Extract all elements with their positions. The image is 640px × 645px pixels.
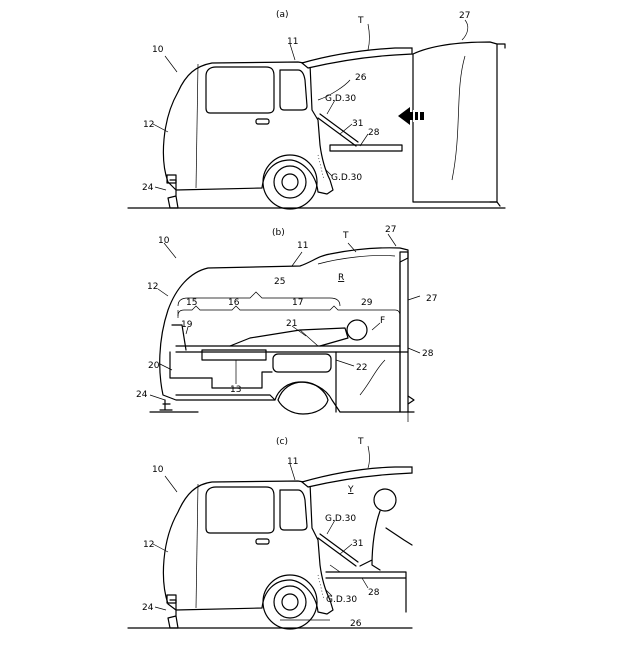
vehicle-section-body [160, 248, 408, 412]
label-26: 26 [350, 619, 362, 629]
label-16: 16 [228, 298, 240, 308]
label-gd-lower: G.D.30 [326, 595, 357, 605]
door-line [196, 64, 198, 188]
caption-a: (a) [276, 10, 289, 20]
label-R: R [338, 273, 344, 283]
rear-wheel [263, 575, 317, 629]
label-31: 31 [352, 539, 363, 549]
label-17: 17 [292, 298, 303, 308]
person-body [230, 328, 348, 346]
person-body [360, 511, 412, 570]
jack-stand [168, 600, 178, 628]
label-gd-upper: G.D.30 [325, 514, 356, 524]
label-27: 27 [459, 11, 470, 21]
label-25: 25 [274, 277, 285, 287]
person-head [374, 489, 396, 511]
deck-board [326, 572, 406, 612]
label-T: T [342, 231, 349, 241]
jack-24 [160, 400, 172, 410]
door-handle [256, 119, 269, 124]
label-28: 28 [422, 349, 434, 359]
label-12: 12 [143, 120, 154, 130]
label-20: 20 [148, 361, 160, 371]
label-15: 15 [186, 298, 197, 308]
tailgate-T [302, 48, 412, 68]
label-24: 24 [142, 183, 154, 193]
label-12: 12 [147, 282, 158, 292]
cab-window [206, 67, 274, 113]
panel-b: (b) [136, 225, 437, 422]
cabinet [413, 42, 497, 202]
label-29: 29 [361, 298, 373, 308]
gas-damper [318, 118, 356, 146]
tailgate-T [302, 467, 412, 487]
caption-b: (b) [272, 228, 285, 238]
label-11: 11 [287, 457, 298, 467]
label-12: 12 [143, 540, 154, 550]
tank-22 [273, 354, 331, 372]
cabinet-27 [400, 252, 408, 412]
label-27-right: 27 [426, 294, 437, 304]
label-27-top: 27 [385, 225, 396, 235]
label-10: 10 [152, 465, 164, 475]
caption-c: (c) [276, 437, 288, 447]
panel-a: (a) [128, 10, 505, 209]
label-19: 19 [181, 320, 193, 330]
deck-board [330, 145, 402, 151]
label-gd-upper: G.D.30 [325, 94, 356, 104]
label-26: 26 [355, 73, 367, 83]
gas-damper [318, 538, 356, 566]
label-24: 24 [136, 390, 148, 400]
door-handle [256, 539, 269, 544]
rear-window [280, 70, 307, 110]
person-head [347, 320, 367, 340]
panel-c: (c) [128, 437, 412, 629]
label-11: 11 [297, 241, 308, 251]
rear-wheel [263, 155, 317, 209]
label-28: 28 [368, 588, 380, 598]
label-Y: Y [347, 485, 354, 495]
label-T: T [357, 437, 364, 447]
vehicle-body [163, 62, 333, 194]
label-11: 11 [287, 37, 298, 47]
label-31: 31 [352, 119, 363, 129]
cab-window [206, 487, 274, 533]
label-F: F [380, 316, 385, 326]
label-21: 21 [286, 319, 297, 329]
label-24: 24 [142, 603, 154, 613]
label-10: 10 [152, 45, 164, 55]
rear-window [280, 490, 307, 530]
label-gd-lower: G.D.30 [331, 173, 362, 183]
label-22: 22 [356, 363, 367, 373]
label-10: 10 [158, 236, 170, 246]
label-13: 13 [230, 385, 241, 395]
arrow-icon [398, 107, 424, 125]
label-T: T [357, 16, 364, 26]
label-28: 28 [368, 128, 380, 138]
vehicle-body [163, 481, 333, 614]
